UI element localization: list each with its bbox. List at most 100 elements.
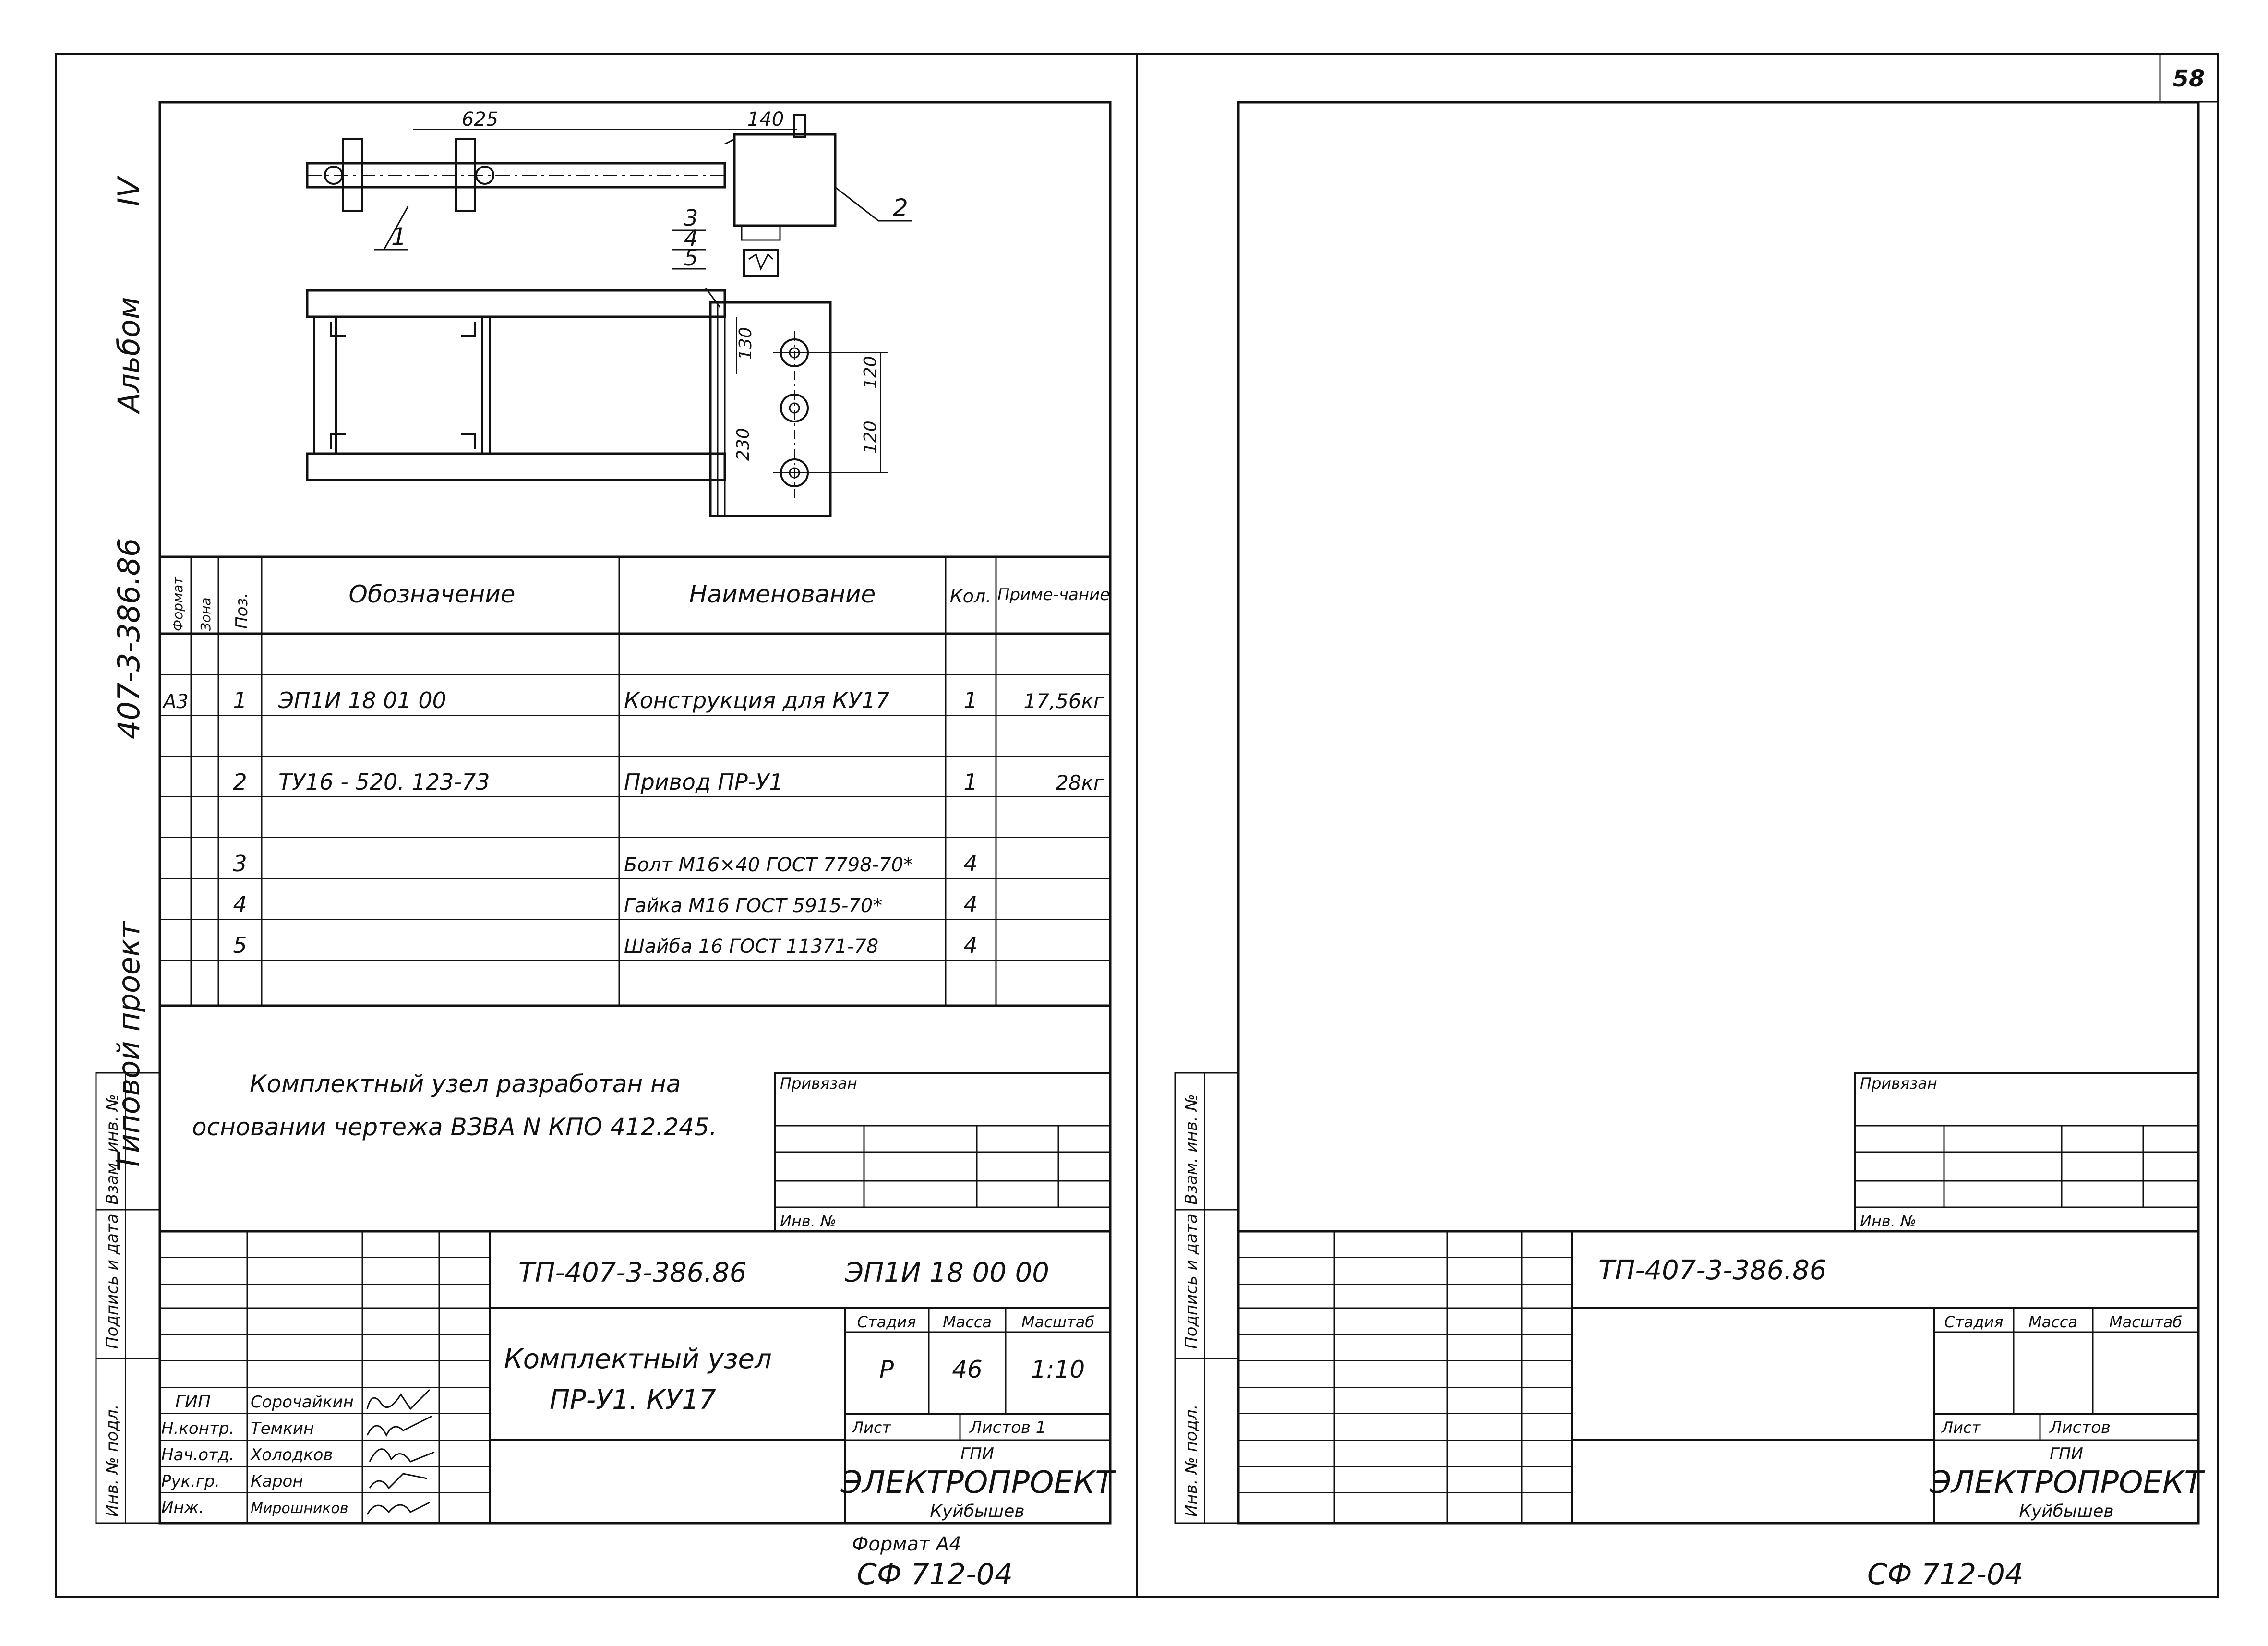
left-privyazan: Привязан bbox=[780, 1074, 857, 1093]
right-scale-label: Масштаб bbox=[2109, 1313, 2182, 1331]
drive-box bbox=[733, 133, 837, 227]
break-symbol bbox=[748, 253, 774, 271]
right-project-code: ТП-407-3-386.86 bbox=[1598, 1255, 1826, 1286]
dim-120-lower: 120 bbox=[861, 421, 880, 454]
spec-row: 2 ТУ16 - 520. 123-73 Привод ПР-У1 1 28кг bbox=[233, 769, 1104, 795]
right-inv-podl: Инв. № подл. bbox=[1182, 1404, 1201, 1517]
front-top-rail bbox=[306, 289, 726, 318]
left-sign-date: Подпись и дата bbox=[103, 1213, 122, 1349]
name-nkontr: Темкин bbox=[251, 1419, 314, 1438]
left-sheet-label: Лист bbox=[852, 1418, 891, 1437]
format-label: Формат А4 bbox=[852, 1533, 961, 1555]
left-mass: 46 bbox=[952, 1356, 983, 1383]
name-gip: Сорочайкин bbox=[251, 1393, 354, 1412]
left-title-line1: Комплектный узел bbox=[504, 1344, 772, 1375]
left-doc-code: ЭП1И 18 00 00 bbox=[844, 1257, 1049, 1288]
side-album-label: Альбом bbox=[111, 297, 146, 415]
dim-120-upper: 120 bbox=[861, 356, 880, 389]
row1-format: А3 bbox=[162, 691, 189, 713]
side-title-code: 407-3-386.86 bbox=[111, 538, 146, 739]
left-inner-frame bbox=[158, 101, 1112, 1525]
left-org-name: ЭЛЕКТРОПРОЕКТ bbox=[840, 1465, 1116, 1501]
callout-4: 4 bbox=[684, 225, 698, 251]
row6-qty: 4 bbox=[963, 891, 977, 917]
left-sheets-label: Листов 1 bbox=[969, 1418, 1046, 1437]
right-sign-date: Подпись и дата bbox=[1182, 1213, 1201, 1349]
row3-note: 28кг bbox=[1056, 771, 1104, 794]
row1-pos: 1 bbox=[233, 687, 247, 713]
row5-qty: 4 bbox=[963, 851, 977, 877]
dim-130: 130 bbox=[736, 327, 756, 360]
right-sheets-label: Листов bbox=[2049, 1418, 2111, 1437]
hdr-qty: Кол. bbox=[950, 586, 992, 607]
dim-230: 230 bbox=[733, 428, 753, 461]
drive-shaft bbox=[793, 114, 806, 138]
dim-140: 140 bbox=[747, 108, 784, 131]
left-org-top: ГПИ bbox=[960, 1444, 994, 1464]
left-inv-vzam: Взам. инв. № bbox=[103, 1094, 122, 1205]
right-inv-no: Инв. № bbox=[1860, 1212, 1916, 1230]
right-privyazan: Привязан bbox=[1860, 1074, 1937, 1093]
mounting-plate bbox=[709, 301, 832, 517]
left-stage-label: Стадия bbox=[857, 1313, 916, 1331]
row1-name: Конструкция для КУ17 bbox=[624, 687, 889, 713]
callout-2: 2 bbox=[893, 194, 908, 222]
sf-left: СФ 712-04 bbox=[857, 1558, 1013, 1591]
right-stage-label: Стадия bbox=[1944, 1313, 2004, 1331]
row3-designation: ТУ16 - 520. 123-73 bbox=[278, 769, 490, 795]
spec-row: 4 Гайка М16 ГОСТ 5915-70* 4 bbox=[233, 891, 977, 917]
name-inzh: Мирошников bbox=[251, 1500, 348, 1517]
row3-name: Привод ПР-У1 bbox=[624, 769, 783, 795]
drive-foot bbox=[741, 225, 781, 241]
right-org-name: ЭЛЕКТРОПРОЕКТ bbox=[1930, 1465, 2206, 1501]
row1-designation: ЭП1И 18 01 00 bbox=[278, 687, 446, 713]
right-privyazan-block bbox=[1854, 1072, 2199, 1232]
row7-qty: 4 bbox=[963, 932, 977, 958]
side-album-no: IV bbox=[111, 175, 146, 206]
row6-name: Гайка М16 ГОСТ 5915-70* bbox=[624, 895, 882, 917]
hdr-pos: Поз. bbox=[232, 593, 252, 629]
note-line-2: основании чертежа ВЗВА N КПО 412.245. bbox=[192, 1113, 717, 1141]
row7-name: Шайба 16 ГОСТ 11371-78 bbox=[624, 936, 878, 958]
row7-pos: 5 bbox=[233, 932, 247, 958]
left-title-block bbox=[160, 1230, 1110, 1523]
hdr-name: Наименование bbox=[689, 580, 876, 608]
technical-drawing bbox=[306, 114, 912, 517]
side-title: Типовой проект 407-3-386.86 Альбом IV bbox=[111, 175, 146, 1171]
row3-pos: 2 bbox=[233, 769, 247, 795]
row6-pos: 4 bbox=[233, 891, 247, 917]
front-bottom-rail bbox=[306, 452, 726, 481]
right-inner-frame bbox=[1237, 101, 2200, 1525]
row1-qty: 1 bbox=[963, 687, 977, 713]
hdr-format: Формат bbox=[170, 577, 186, 631]
signatures bbox=[366, 1389, 435, 1515]
drive-break-box bbox=[743, 249, 779, 277]
left-mass-label: Масса bbox=[943, 1313, 992, 1331]
right-sheet-label: Лист bbox=[1941, 1418, 1981, 1437]
name-nachotd: Холодков bbox=[250, 1445, 333, 1465]
spec-row: А3 1 ЭП1И 18 01 00 Конструкция для КУ17 … bbox=[162, 687, 1104, 713]
hdr-zone: Зона bbox=[198, 597, 214, 631]
row5-name: Болт М16×40 ГОСТ 7798-70* bbox=[624, 854, 913, 876]
hdr-designation: Обозначение bbox=[349, 580, 516, 608]
page-number: 58 bbox=[2173, 65, 2205, 92]
role-inzh: Инж. bbox=[161, 1498, 204, 1517]
left-stage: Р bbox=[879, 1356, 894, 1383]
dim-625: 625 bbox=[462, 108, 498, 131]
right-title-block bbox=[1238, 1230, 2198, 1523]
left-org-city: Куйбышев bbox=[930, 1502, 1024, 1521]
left-scale-label: Масштаб bbox=[1021, 1313, 1094, 1331]
row3-qty: 1 bbox=[963, 769, 977, 795]
row1-note: 17,56кг bbox=[1023, 689, 1104, 713]
left-privyazan-block bbox=[774, 1072, 1111, 1232]
note-line-1: Комплектный узел разработан на bbox=[250, 1070, 681, 1098]
right-org-city: Куйбышев bbox=[2019, 1502, 2113, 1521]
right-org-top: ГПИ bbox=[2050, 1444, 2083, 1464]
left-side-stamp: Взам. инв. № Подпись и дата Инв. № подл. bbox=[95, 1072, 161, 1524]
sf-right: СФ 712-04 bbox=[1867, 1558, 2023, 1591]
right-side-stamp: Взам. инв. № Подпись и дата Инв. № подл. bbox=[1174, 1072, 1239, 1524]
role-rukgr: Рук.гр. bbox=[161, 1472, 220, 1491]
row5-pos: 3 bbox=[233, 851, 247, 877]
